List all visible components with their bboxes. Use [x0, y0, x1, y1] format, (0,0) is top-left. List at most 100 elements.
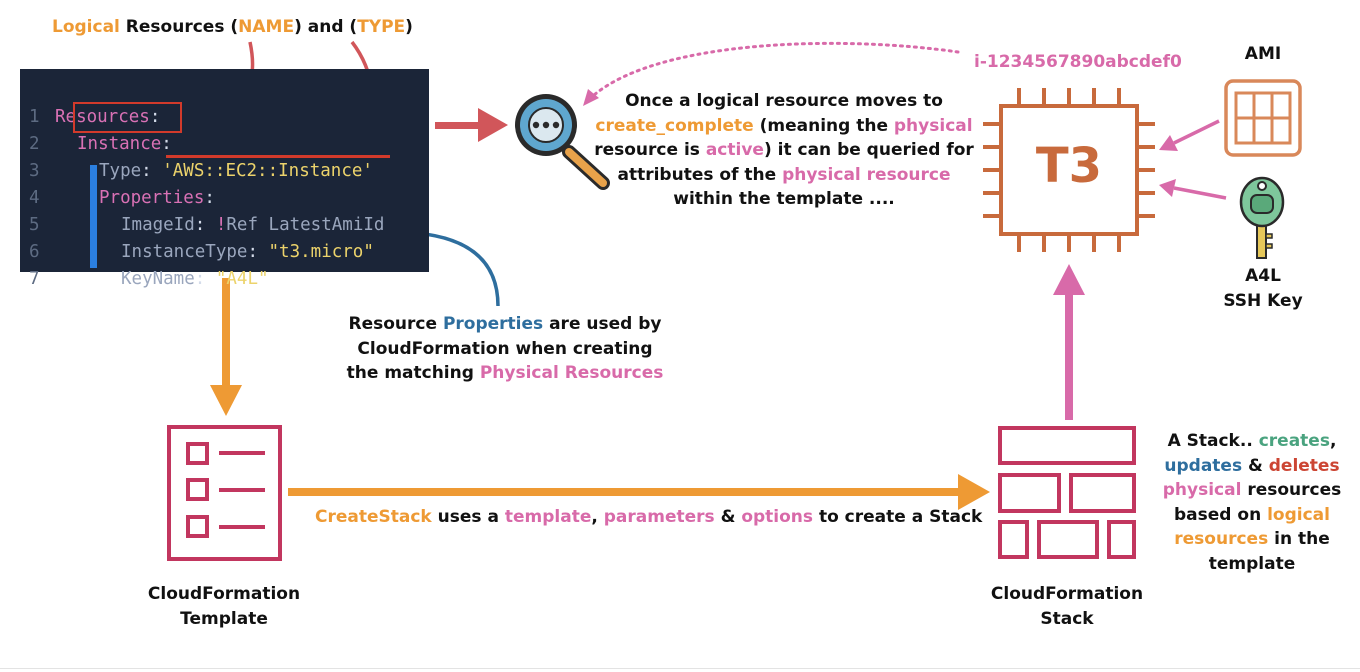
properties-text: the matching [346, 363, 480, 383]
code-properties-key: Properties [99, 188, 205, 208]
stack-line-5: resources in the [1152, 527, 1352, 552]
stack-updates: updates [1164, 455, 1243, 476]
name-highlight-box [73, 102, 182, 133]
code-resources-key: Resources [55, 107, 150, 127]
createstack-options: options [741, 507, 814, 527]
createstack-parameters: parameters [603, 507, 715, 527]
ssh-key-label-line-1: A4L [1245, 266, 1281, 286]
ssh-key-icon [1239, 176, 1285, 259]
code-instancetype-key: InstanceType [121, 242, 248, 262]
heading-close: ) [405, 17, 413, 37]
createstack-text: uses a [431, 507, 505, 527]
type-underline [166, 155, 390, 158]
stack-text: , [1329, 431, 1337, 451]
instance-id: i-1234567890abcdef0 [974, 52, 1182, 72]
query-line-2: create_complete (meaning the physical [594, 114, 974, 139]
stack-label-line-2: Stack [1040, 608, 1094, 629]
query-line-5: within the template .... [673, 189, 895, 209]
template-label-line-1: CloudFormation [147, 584, 301, 604]
stack-creates: creates [1258, 431, 1330, 451]
template-icon [167, 425, 282, 561]
stack-text: in the [1268, 529, 1330, 549]
code-to-template-arrow [210, 278, 242, 416]
stack-resources: resources [1174, 529, 1269, 549]
query-create-complete: create_complete [595, 115, 754, 136]
createstack-template: template [504, 507, 592, 527]
query-text: ) it can be queried for [763, 140, 974, 160]
stack-logical: logical [1267, 504, 1330, 525]
heading-resources: Resources ( [119, 17, 239, 37]
line-number: 1 [29, 107, 40, 127]
code-imageid-bang: ! [215, 215, 227, 235]
code-imageid-key: ImageId [121, 215, 195, 235]
query-physical: physical [893, 115, 973, 136]
ami-to-instance-arrow [1159, 119, 1220, 151]
stack-deletes: deletes [1268, 455, 1340, 476]
code-imageid-value: Ref LatestAmiId [226, 215, 385, 235]
line-number: 2 [29, 134, 40, 154]
ssh-key-label: A4L SSH Key [1205, 264, 1321, 313]
code-keyname-key: KeyName [121, 269, 195, 289]
code-type-value: 'AWS::EC2::Instance' [162, 161, 373, 181]
stack-explanation: A Stack.. creates, updates & deletes phy… [1152, 429, 1352, 576]
template-to-stack-arrow [288, 474, 990, 510]
stack-label-line-1: CloudFormation [990, 584, 1144, 604]
stack-label: CloudFormation Stack [977, 582, 1157, 631]
stack-to-instance-arrow [1053, 264, 1085, 420]
properties-text: Resource [348, 314, 443, 334]
stack-text: resources [1241, 480, 1342, 500]
createstack-text: to create a Stack [813, 507, 983, 527]
query-text: resource is [594, 140, 706, 160]
stack-line-2: updates & deletes [1152, 454, 1352, 479]
query-line-1: Once a logical resource moves to [625, 91, 943, 111]
heading-logical: Logical [52, 17, 120, 37]
properties-line-3: the matching Physical Resources [340, 361, 670, 386]
createstack-caption: CreateStack uses a template, parameters … [315, 505, 982, 530]
heading-type: TYPE [357, 17, 406, 37]
heading-and: ) and ( [294, 17, 358, 37]
template-label: CloudFormation Template [134, 582, 314, 631]
stack-line-6: template [1208, 553, 1296, 574]
createstack-term: CreateStack [315, 507, 432, 527]
line-number: 5 [29, 215, 40, 235]
query-line-3: resource is active) it can be queried fo… [594, 138, 974, 163]
createstack-text: , [591, 507, 604, 527]
stack-line-1: A Stack.. creates, [1152, 429, 1352, 454]
logical-resources-heading: Logical Resources (NAME) and (TYPE) [52, 15, 413, 40]
code-instance-key: Instance [77, 134, 162, 154]
properties-line-1: Resource Properties are used by [340, 312, 670, 337]
properties-text: are used by [543, 314, 662, 334]
template-label-line-2: Template [180, 608, 268, 629]
stack-physical: physical [1162, 480, 1242, 500]
magnifier-icon [515, 94, 610, 190]
ami-label: AMI [1244, 44, 1282, 64]
query-explanation: Once a logical resource moves to create_… [594, 89, 974, 212]
query-line-4: attributes of the physical resource [594, 163, 974, 188]
ami-icon [1224, 79, 1302, 157]
stack-line-3: physical resources [1152, 478, 1352, 503]
query-physical-resource: physical resource [782, 164, 951, 185]
bottom-divider [0, 668, 1360, 669]
code-type-key: Type [99, 161, 142, 181]
properties-explanation: Resource Properties are used by CloudFor… [340, 312, 670, 386]
line-number: 7 [29, 269, 40, 289]
stack-text: A Stack.. [1167, 431, 1259, 451]
code-instancetype-value: "t3.micro" [268, 242, 374, 262]
line-number: 6 [29, 242, 40, 262]
stack-icon [998, 426, 1136, 559]
ec2-chip-icon [983, 88, 1155, 252]
query-text: attributes of the [617, 164, 783, 185]
query-text: (meaning the [753, 115, 894, 136]
ssh-key-label-line-2: SSH Key [1223, 290, 1303, 311]
code-to-query-arrow [435, 108, 508, 142]
properties-indent-guide [90, 165, 97, 268]
line-number: 3 [29, 161, 40, 181]
properties-highlight: Properties [442, 314, 544, 334]
